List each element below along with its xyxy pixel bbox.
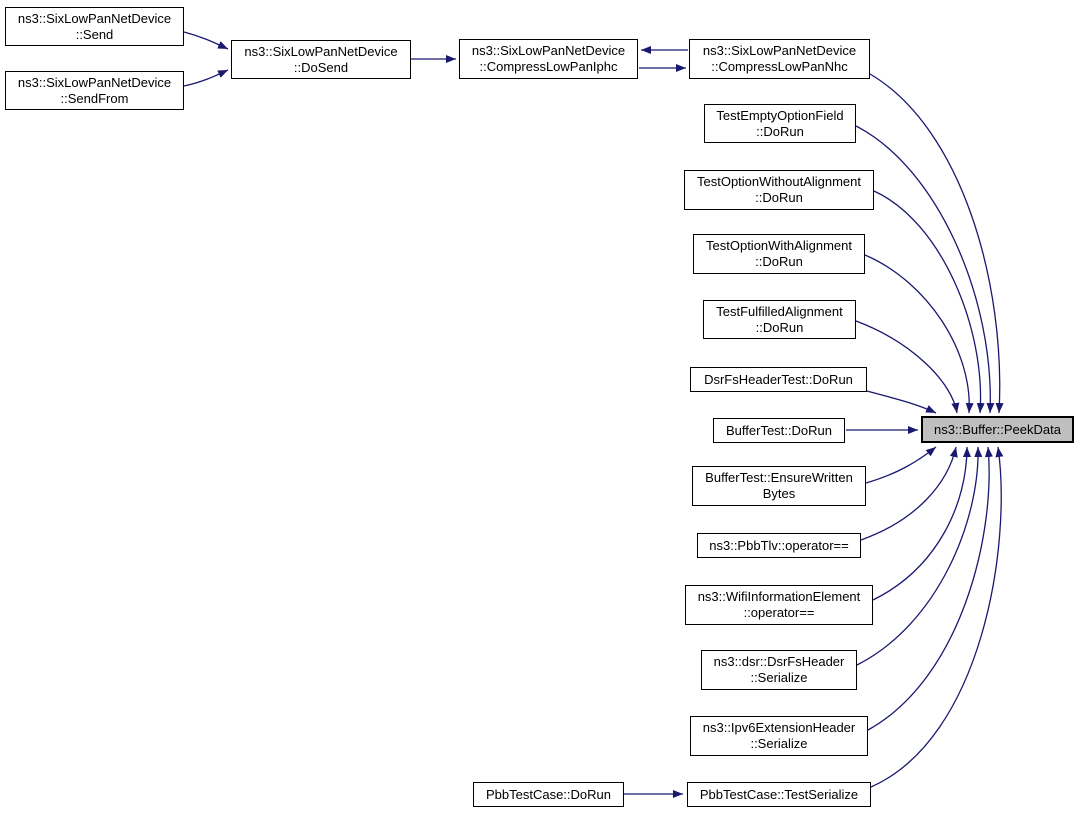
node-label-line2: ::DoRun xyxy=(755,254,803,269)
edge-send-to-dosend xyxy=(183,31,229,50)
node-sixlowpannetdevice-dosend[interactable]: ns3::SixLowPanNetDevice ::DoSend xyxy=(231,40,411,79)
node-ipv6extensionheader-serialize[interactable]: ns3::Ipv6ExtensionHeader ::Serialize xyxy=(690,716,868,756)
node-pbbtestcase-testserialize[interactable]: PbbTestCase::TestSerialize xyxy=(687,782,871,807)
node-label-line1: ns3::SixLowPanNetDevice xyxy=(244,43,398,59)
node-testfulfilledalignment-dorun[interactable]: TestFulfilledAlignment ::DoRun xyxy=(703,300,856,339)
node-sixlowpannetdevice-send[interactable]: ns3::SixLowPanNetDevice ::Send xyxy=(5,7,184,46)
node-label-line2: ::DoRun xyxy=(755,319,804,335)
node-label-line2: ::SendFrom xyxy=(60,90,129,106)
edge-dsrfsheadertest-to-peekdata xyxy=(866,390,937,414)
node-sixlowpannetdevice-sendfrom[interactable]: ns3::SixLowPanNetDevice ::SendFrom xyxy=(5,71,184,110)
node-dsrfsheadertest-dorun[interactable]: DsrFsHeaderTest::DoRun xyxy=(690,367,867,392)
node-label-line2: ::DoSend xyxy=(293,59,349,75)
node-wifiinformationelement-operator-eq[interactable]: ns3::WifiInformationElement ::operator== xyxy=(685,585,873,625)
node-label-line2: ::Send xyxy=(75,26,114,42)
edge-testempty-to-peekdata xyxy=(855,125,995,414)
edge-pbbtlv-to-peekdata xyxy=(860,446,958,541)
node-label-line2: ::operator== xyxy=(743,605,815,620)
node-label-line2: ::Serialize xyxy=(750,736,808,751)
node-buffertest-ensurewrittenbytes[interactable]: BufferTest::EnsureWritten Bytes xyxy=(692,466,866,506)
node-testoptionwithoutalignment-dorun[interactable]: TestOptionWithoutAlignment ::DoRun xyxy=(684,170,874,210)
edge-testwith-to-peekdata xyxy=(864,254,974,414)
node-pbbtestcase-dorun[interactable]: PbbTestCase::DoRun xyxy=(473,782,624,807)
node-label-line1: ns3::Ipv6ExtensionHeader xyxy=(702,720,856,735)
node-label-line1: PbbTestCase::TestSerialize xyxy=(699,786,859,802)
node-label-line1: TestOptionWithAlignment xyxy=(706,238,852,253)
edge-testwithout-to-peekdata xyxy=(873,190,985,414)
node-label-line2: ::DoRun xyxy=(755,190,803,205)
edge-dsrfsserialize-to-peekdata xyxy=(856,446,983,666)
node-buffertest-dorun[interactable]: BufferTest::DoRun xyxy=(713,418,845,443)
node-label-line1: ns3::SixLowPanNetDevice xyxy=(17,74,172,90)
node-buffer-peekdata-focus[interactable]: ns3::Buffer::PeekData xyxy=(921,416,1074,443)
node-sixlowpannetdevice-compresslowpannhc[interactable]: ns3::SixLowPanNetDevice ::CompressLowPan… xyxy=(689,39,870,79)
edge-testfulfilled-to-peekdata xyxy=(855,320,960,414)
node-label-line1: BufferTest::DoRun xyxy=(726,422,832,438)
node-testoptionwithalignment-dorun[interactable]: TestOptionWithAlignment ::DoRun xyxy=(693,234,865,274)
node-label-line2: ::DoRun xyxy=(756,123,804,139)
node-label-line1: BufferTest::EnsureWritten xyxy=(705,470,853,485)
node-label-line2: ::CompressLowPanNhc xyxy=(711,59,848,74)
edge-ipv6ext-to-peekdata xyxy=(867,446,993,731)
edge-sendfrom-to-dosend xyxy=(183,69,229,87)
node-label-line1: ns3::SixLowPanNetDevice xyxy=(17,10,172,26)
node-label-line1: ns3::WifiInformationElement xyxy=(697,589,861,604)
edge-compressnhc-to-peekdata xyxy=(869,73,1004,414)
node-pbbtlv-operator-eq[interactable]: ns3::PbbTlv::operator== xyxy=(697,533,861,558)
edges xyxy=(183,31,1004,798)
node-label-line1: TestOptionWithoutAlignment xyxy=(696,174,862,189)
node-label-line1: ns3::SixLowPanNetDevice xyxy=(471,43,626,58)
node-label-line1: TestFulfilledAlignment xyxy=(716,303,843,319)
edge-wifiinfo-to-peekdata xyxy=(872,446,971,601)
node-label-line2: ::CompressLowPanIphc xyxy=(479,59,618,74)
node-label-line1: ns3::dsr::DsrFsHeader xyxy=(713,654,845,669)
node-label-line1: ns3::Buffer::PeekData xyxy=(934,421,1061,437)
edge-testserialize-to-peekdata xyxy=(870,446,1004,788)
node-testemptyoptionfield-dorun[interactable]: TestEmptyOptionField ::DoRun xyxy=(704,104,856,143)
node-label-line1: DsrFsHeaderTest::DoRun xyxy=(704,371,853,387)
node-label-line2: Bytes xyxy=(762,486,796,501)
node-label-line1: TestEmptyOptionField xyxy=(716,107,844,123)
node-label-line1: ns3::SixLowPanNetDevice xyxy=(702,43,857,58)
edge-ensurewritten-to-peekdata xyxy=(865,446,937,484)
node-dsr-dsrfsheader-serialize[interactable]: ns3::dsr::DsrFsHeader ::Serialize xyxy=(701,650,857,690)
node-sixlowpannetdevice-compresslowpaniphc[interactable]: ns3::SixLowPanNetDevice ::CompressLowPan… xyxy=(459,39,638,79)
node-label-line1: PbbTestCase::DoRun xyxy=(485,786,611,802)
node-label-line2: ::Serialize xyxy=(750,670,808,685)
node-label-line1: ns3::PbbTlv::operator== xyxy=(709,537,849,553)
